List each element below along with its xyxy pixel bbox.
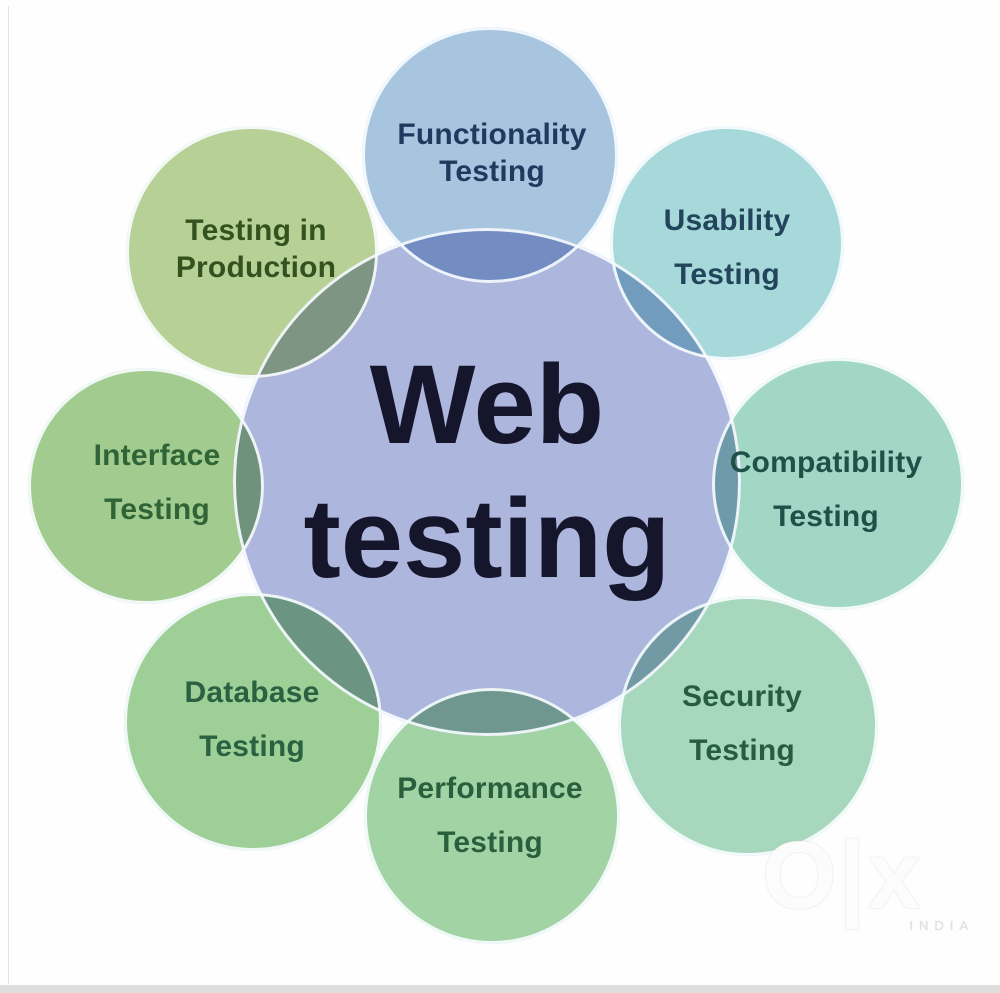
label-line: Database xyxy=(184,676,320,709)
label-line: Production xyxy=(175,251,337,284)
title-line: testing xyxy=(303,476,671,601)
label-line: Testing xyxy=(773,500,879,533)
bottom-edge-strip xyxy=(0,985,1000,993)
web-testing-center-ring xyxy=(233,228,741,736)
database-testing-ring xyxy=(124,593,382,851)
testing-in-production-label: Testing in Production xyxy=(106,212,406,286)
label-line: Usability xyxy=(663,204,791,237)
web-testing-title: Web testing xyxy=(237,338,737,606)
label-line: Compatibility xyxy=(729,446,923,479)
label-line: Performance xyxy=(397,772,583,805)
label-line: Testing xyxy=(199,730,305,763)
label-line: Testing xyxy=(674,258,780,291)
label-line: Security xyxy=(682,680,802,713)
label-line: Testing in xyxy=(185,214,327,247)
label-line: Testing xyxy=(437,826,543,859)
functionality-testing-label: Functionality Testing xyxy=(342,116,642,190)
usability-testing-label: Usability Testing xyxy=(577,194,877,302)
usability-testing-ring xyxy=(610,126,844,360)
title-line: Web xyxy=(369,342,605,467)
label-line: Testing xyxy=(104,493,210,526)
security-testing-label: Security Testing xyxy=(592,670,892,778)
security-testing-ring xyxy=(618,596,878,856)
label-line: Testing xyxy=(689,734,795,767)
label-line: Testing xyxy=(439,155,545,188)
compatibility-testing-label: Compatibility Testing xyxy=(676,436,976,544)
label-line: Interface xyxy=(93,439,221,472)
performance-testing-label: Performance Testing xyxy=(340,762,640,870)
olx-region-label: INDIA xyxy=(909,918,974,933)
left-edge-line xyxy=(8,6,9,984)
interface-testing-label: Interface Testing xyxy=(7,429,307,537)
database-testing-label: Database Testing xyxy=(102,666,402,774)
label-line: Functionality xyxy=(397,118,587,151)
